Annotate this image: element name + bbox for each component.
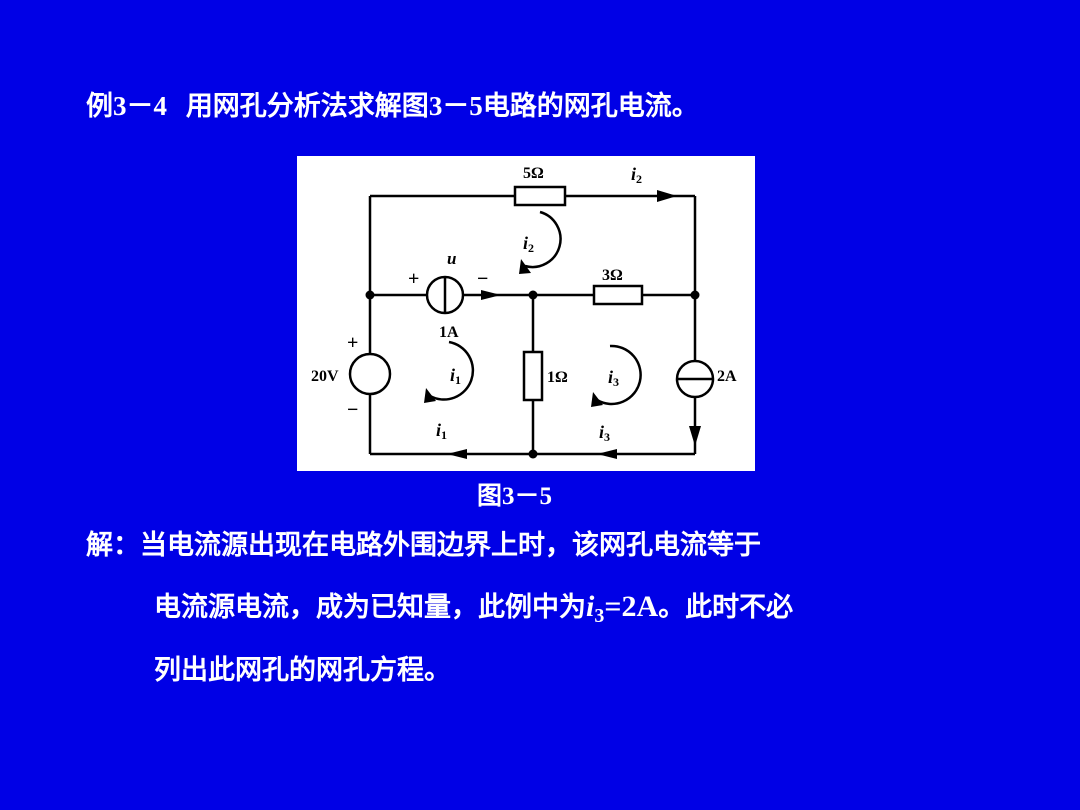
title-text-a: 用网孔分析法求解图 (185, 91, 429, 122)
resistor-5ohm (513, 185, 567, 207)
arrow-loop-2 (519, 259, 531, 274)
title-example-number: 3－4 (113, 91, 167, 121)
label-csource-left: 1A (439, 324, 459, 341)
node-left (365, 290, 375, 300)
node-right (690, 290, 700, 300)
label-plus-u: + (408, 268, 419, 290)
solution-line-2-b: 。此时不必 (658, 592, 794, 623)
solution-line-2: 电流源电流，成为已知量，此例中为i3=2A。此时不必 (154, 585, 793, 628)
solution-equation: =2A (604, 590, 659, 623)
slide-title: 例3－4 用网孔分析法求解图3－5电路的网孔电流。 (86, 84, 699, 123)
resistor-3ohm (592, 284, 644, 306)
circuit-figure: 5Ω 3Ω 1Ω 20V 1A 2A u + − + − i2 i2 i1 i3… (297, 156, 755, 471)
voltage-source-20v (348, 352, 392, 396)
label-minus-v: − (347, 399, 358, 421)
arrow-loop-3 (591, 392, 603, 407)
node-center (528, 290, 538, 300)
solution-line-3: 列出此网孔的网孔方程。 (154, 655, 451, 686)
arrow-loop-1 (424, 388, 436, 403)
caption-number: 3－5 (502, 483, 553, 510)
mesh-loop-2 (524, 210, 562, 269)
solution-line-1: 解：当电流源出现在电路外围边界上时，该网孔电流等于 (86, 530, 761, 561)
arrow-i3-bottom (597, 449, 617, 459)
title-text-b: 电路的网孔电流。 (482, 91, 699, 122)
label-mesh-i1: i1 (450, 365, 461, 387)
label-plus-v: + (347, 332, 358, 354)
title-figure-ref: 3－5 (428, 91, 483, 121)
solution-variable-subscript: 3 (594, 605, 605, 627)
solution-variable: i (586, 590, 595, 623)
title-prefix: 例 (86, 91, 113, 122)
label-csource-right: 2A (717, 368, 737, 385)
label-minus-u: − (477, 268, 488, 290)
arrow-i1-bottom (447, 449, 467, 459)
caption-prefix: 图 (477, 481, 503, 510)
label-r-top: 5Ω (523, 165, 544, 182)
circuit-diagram: 5Ω 3Ω 1Ω 20V 1A 2A u + − + − i2 i2 i1 i3… (311, 164, 737, 459)
mesh-loop-3 (596, 344, 642, 406)
label-branch-i1: i1 (436, 420, 447, 442)
label-vsource: 20V (311, 368, 339, 385)
label-r-mid: 3Ω (602, 267, 623, 284)
node-bottom (528, 449, 538, 459)
figure-caption: 图3－5 (477, 476, 552, 512)
label-branch-i2: i2 (631, 164, 642, 186)
label-mesh-i2: i2 (523, 233, 534, 255)
label-mesh-i3: i3 (608, 367, 619, 389)
label-r-vert: 1Ω (547, 369, 568, 386)
arrow-1a-source (481, 290, 501, 300)
mesh-loop-1 (429, 340, 475, 401)
resistor-1ohm (522, 350, 544, 402)
arrow-2a-source (689, 426, 701, 446)
label-voltage-u: u (447, 249, 456, 268)
arrow-i2-top (657, 190, 677, 202)
solution-line-2-a: 电流源电流，成为已知量，此例中为 (154, 592, 586, 623)
label-branch-i3: i3 (599, 422, 610, 444)
